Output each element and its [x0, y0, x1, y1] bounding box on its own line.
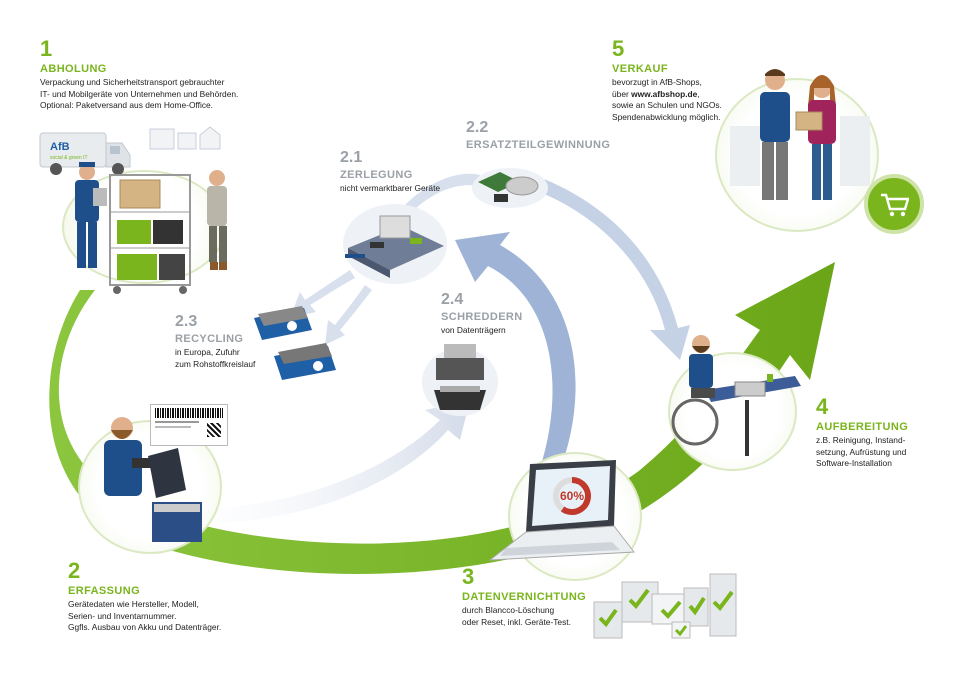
step-title: AUFBEREITUNG	[816, 421, 909, 433]
step-2-2-ersatzteilgewinnung: 2.2 ERSATZTEILGEWINNUNG	[466, 119, 636, 152]
shredder-illustration	[422, 344, 498, 416]
step-number: 5	[612, 36, 625, 61]
step-number: 1	[40, 36, 53, 61]
shop-link[interactable]: www.afbshop.de	[631, 88, 698, 99]
step-number: 2.4	[441, 291, 464, 308]
step-description: nicht vermarktbarer Geräte	[340, 183, 441, 193]
check-icon	[712, 590, 734, 612]
pickup-scene	[75, 162, 227, 294]
barcode-label	[150, 404, 228, 446]
workstation-scene	[671, 335, 801, 456]
step-3-datenvernichtung: 3 DATENVERNICHTUNG durch Blancco-Löschun…	[462, 566, 662, 628]
spare-parts-illustration	[472, 168, 548, 208]
step-number: 2	[68, 558, 81, 583]
truck-sub: social & green IT	[50, 155, 88, 161]
recycling-bins-illustration	[254, 306, 336, 380]
step-description: durch Blancco-Löschung oder Reset, inkl.…	[462, 605, 571, 627]
step-2-1-zerlegung: 2.1 ZERLEGUNG nicht vermarktbarer Geräte	[340, 150, 500, 195]
truck-icon: AfB social & green IT	[39, 132, 131, 175]
step-title: ZERLEGUNG	[340, 169, 413, 181]
step-description: Verpackung und Sicherheitstransport gebr…	[40, 77, 239, 110]
truck-brand: AfB	[50, 141, 70, 153]
step-title: DATENVERNICHTUNG	[462, 591, 587, 603]
check-icon	[628, 588, 650, 610]
progress-label: 60%	[560, 489, 584, 503]
registration-scene	[104, 417, 202, 542]
shop-scene	[730, 69, 870, 200]
step-description: z.B. Reinigung, Instand- setzung, Aufrüs…	[816, 435, 907, 468]
step-2-3-recycling: 2.3 RECYCLING in Europa, Zufuhr zum Rohs…	[175, 314, 305, 370]
buildings-illustration	[149, 126, 221, 150]
step-title: VERKAUF	[612, 63, 668, 75]
step-1-abholung: 1 ABHOLUNG Verpackung und Sicherheitstra…	[40, 38, 280, 112]
step-title: SCHREDDERN	[441, 311, 523, 323]
step-number: 4	[816, 394, 829, 419]
check-icon	[660, 600, 682, 619]
disassembly-table-illustration	[343, 204, 447, 284]
progress-ring	[560, 477, 591, 515]
step-number: 2.1	[340, 149, 363, 166]
step-4-aufbereitung: 4 AUFBEREITUNG z.B. Reinigung, Instand- …	[816, 396, 956, 470]
step-title: RECYCLING	[175, 333, 244, 345]
check-icon	[688, 596, 706, 616]
laptop-icon: 60%	[488, 460, 635, 561]
step-title: ABHOLUNG	[40, 63, 107, 75]
step-2-4-schreddern: 2.4 SCHREDDERN von Datenträgern	[441, 292, 571, 337]
blue-arrow-disassembly	[455, 232, 576, 470]
shopping-cart-icon	[864, 174, 924, 234]
step-title: ERFASSUNG	[68, 585, 141, 597]
step-description: von Datenträgern	[441, 325, 506, 335]
step-description: Gerätedaten wie Hersteller, Modell, Seri…	[68, 599, 222, 632]
step-description: in Europa, Zufuhr zum Rohstoffkreislauf	[175, 347, 256, 369]
step-5-verkauf: 5 VERKAUF bevorzugt in AfB-Shops, über w…	[612, 38, 812, 123]
check-icon	[674, 625, 688, 637]
check-icon	[598, 608, 618, 628]
step-number: 3	[462, 564, 475, 589]
step-title: ERSATZTEILGEWINNUNG	[466, 139, 611, 151]
tested-devices-illustration	[593, 573, 737, 639]
step-description: bevorzugt in AfB-Shops, über www.afbshop…	[612, 77, 722, 122]
step-number: 2.3	[175, 313, 198, 330]
step-number: 2.2	[466, 119, 489, 136]
step-2-erfassung: 2 ERFASSUNG Gerätedaten wie Hersteller, …	[68, 560, 308, 634]
light-arrow-recycling	[290, 270, 355, 318]
